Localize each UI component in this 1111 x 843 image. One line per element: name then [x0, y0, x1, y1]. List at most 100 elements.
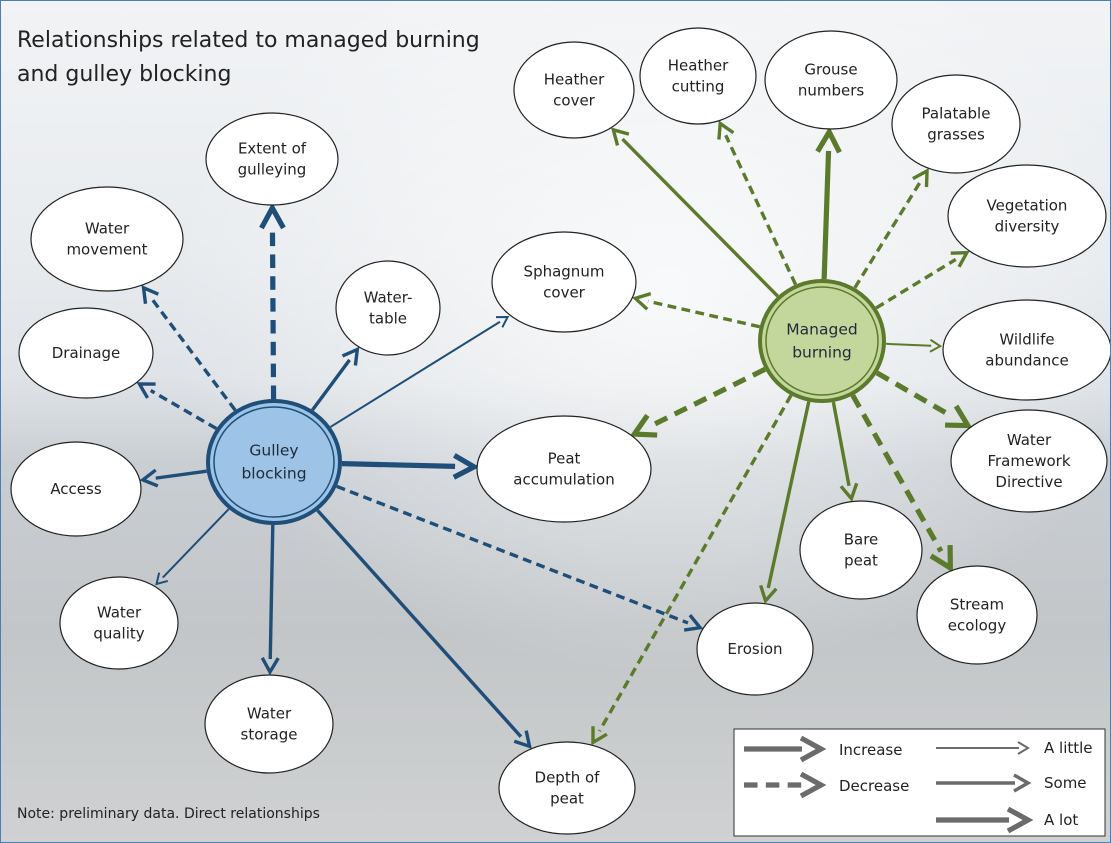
- arrow-burning-to-grouse_numbers: [815, 126, 842, 280]
- arrow-burning-to-grouse_numbers-head: [815, 126, 842, 154]
- node-bare-peat-label-line-1: Bare: [844, 531, 879, 549]
- node-stream-ecology-label-line-2: ecology: [948, 617, 1007, 635]
- node-ellipse: [513, 41, 635, 139]
- arrow-burning-to-erosion-head: [759, 584, 778, 605]
- node-palatable-grasses-label-line-2: grasses: [927, 126, 985, 144]
- node-heather-cover-label-line-1: Heather: [544, 71, 605, 89]
- node-water-table: Water-table: [335, 260, 441, 356]
- arrow-gulley-to-peat_accumulation: [341, 453, 480, 480]
- node-peat-accumulation-label-line-1: Peat: [548, 450, 581, 468]
- node-drainage: Drainage: [18, 307, 154, 399]
- legend-arrows: [744, 735, 1034, 834]
- node-ellipse: [639, 27, 757, 125]
- hub-inner-ring: [213, 406, 335, 518]
- arrow-gulley-to-peat_accumulation-head: [452, 453, 480, 480]
- arrow-burning-to-bare_peat: [831, 401, 859, 502]
- legend-decrease-arrow: [744, 771, 827, 799]
- arrow-gulley-to-sphagnum_cover: [329, 315, 510, 428]
- legend-some-arrow: [936, 773, 1032, 793]
- node-water-movement: Water movement: [30, 186, 184, 292]
- node-grouse-numbers-label-line-2: numbers: [798, 82, 865, 100]
- legend-increase-arrow: [744, 735, 827, 763]
- arrow-burning-to-heather_cover: [610, 127, 779, 298]
- node-ellipse: [696, 602, 814, 696]
- arrow-gulley-to-water_movement-head: [141, 285, 159, 304]
- arrow-burning-to-heather_cutting: [717, 120, 798, 286]
- arrow-burning-to-sphagnum_cover-head: [632, 292, 652, 311]
- title: Relationships related to managed burning…: [17, 28, 480, 87]
- arrow-burning-to-stream_ecology-shaft: [850, 394, 944, 553]
- node-ellipse: [59, 576, 179, 670]
- node-ellipse: [18, 307, 154, 399]
- legend: Increase Decrease A little Some A lot: [733, 728, 1106, 837]
- arrow-gulley-to-access: [139, 468, 207, 488]
- node-water-movement-label-line-2: movement: [66, 241, 147, 259]
- legend-increase-label: Increase: [839, 741, 902, 759]
- title-line-1: Relationships related to managed burning: [17, 28, 480, 53]
- arrow-burning-to-water_framework_directive-shaft: [875, 370, 953, 419]
- node-ellipse: [947, 164, 1107, 268]
- node-water-storage-label-line-2: storage: [241, 726, 298, 744]
- arrow-burning-to-vegetation_diversity-head: [950, 250, 970, 268]
- legend-decrease-label: Decrease: [839, 777, 909, 795]
- node-ellipse: [891, 74, 1021, 174]
- edges-layer: [136, 120, 973, 749]
- arrow-burning-to-wildlife_abundance-shaft: [885, 342, 932, 347]
- node-water-movement-label-line-1: Water: [85, 220, 130, 238]
- arrow-burning-to-erosion: [759, 401, 811, 605]
- node-water-quality-label-line-1: Water: [97, 604, 142, 622]
- arrow-gulley-to-peat_accumulation-shaft: [341, 461, 456, 469]
- hub-inner-ring: [765, 286, 879, 396]
- node-drainage-label-line-1: Drainage: [52, 344, 121, 362]
- arrow-gulley-to-water_quality: [155, 508, 230, 586]
- node-ellipse: [335, 260, 441, 356]
- note: Note: preliminary data. Direct relations…: [17, 806, 320, 822]
- arrow-gulley-to-drainage: [136, 382, 218, 431]
- node-water-table-label-line-1: Water-: [364, 289, 413, 307]
- arrow-burning-to-water_framework_directive: [875, 370, 973, 429]
- node-ellipse: [916, 565, 1038, 665]
- node-ellipse: [476, 415, 652, 523]
- hub-burning-label-line-1: Managed: [786, 321, 857, 339]
- node-extent-gulleying-label-line-2: gulleying: [238, 161, 307, 179]
- arrow-burning-to-depth_of_peat-head: [591, 726, 608, 746]
- node-water-framework-directive-label-line-3: Directive: [995, 473, 1062, 491]
- arrow-gulley-to-water_storage-head: [260, 657, 280, 676]
- arrow-burning-to-heather_cutting-shaft: [724, 134, 798, 286]
- arrow-burning-to-grouse_numbers-shaft: [821, 150, 832, 280]
- arrow-gulley-to-water_quality-shaft: [162, 508, 230, 579]
- arrow-burning-to-palatable_grasses: [853, 167, 929, 289]
- legend-a-little-arrow: [936, 741, 1030, 755]
- hub-gulley-label-line-1: Gulley: [249, 442, 298, 460]
- legend-some-label: Some: [1044, 774, 1087, 792]
- arrow-gulley-to-sphagnum_cover-shaft: [329, 320, 501, 428]
- hub-gulley-label-line-2: blocking: [241, 465, 306, 483]
- arrow-gulley-to-depth_of_peat-shaft: [316, 509, 523, 738]
- hub-outer-ring: [758, 279, 886, 403]
- arrow-gulley-to-water_table-shaft: [311, 358, 351, 412]
- node-sphagnum-cover-label-line-2: cover: [543, 284, 586, 302]
- node-water-framework-directive-label-line-2: Framework: [987, 452, 1070, 470]
- arrow-burning-to-stream_ecology: [850, 394, 954, 573]
- node-access: Access: [10, 441, 142, 537]
- arrow-gulley-to-water_movement: [141, 285, 237, 412]
- node-wildlife-abundance-label-line-2: abundance: [985, 352, 1068, 370]
- hub-outer-ring: [206, 399, 342, 525]
- node-heather-cutting-label-line-1: Heather: [668, 57, 729, 75]
- arrow-gulley-to-extent_gulleying-head: [259, 202, 286, 230]
- arrow-gulley-to-drainage-shaft: [149, 389, 218, 431]
- arrow-gulley-to-sphagnum_cover-head: [495, 315, 510, 328]
- arrow-gulley-to-access-shaft: [155, 469, 207, 480]
- node-ellipse: [10, 441, 142, 537]
